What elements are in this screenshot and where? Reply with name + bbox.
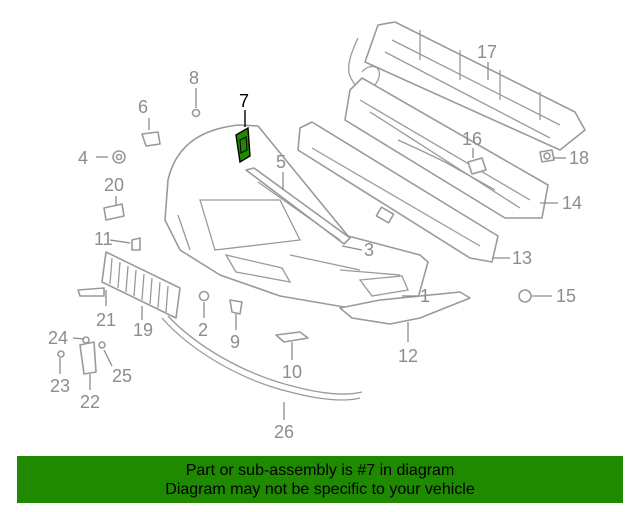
part-22-bracket[interactable] [79,341,97,375]
part-18-clip[interactable] [539,149,555,163]
part-17-bumper-reinforcement[interactable] [364,21,586,151]
callout-12: 12 [398,346,418,366]
callout-25: 25 [112,366,132,386]
part-15-clip[interactable] [518,289,532,303]
part-11-clip[interactable] [131,237,141,251]
part-16-bracket[interactable] [467,157,487,175]
part-4-screw[interactable] [112,150,126,164]
part-3-strip[interactable] [257,181,341,241]
callout-11: 11 [94,229,113,249]
callout-18: 18 [569,148,589,168]
callout-7-highlight: 7 [239,91,249,111]
part-14-energy-absorber[interactable] [344,77,549,219]
part-20-bracket[interactable] [103,203,125,221]
leader-lines [59,62,566,420]
part-21-clip[interactable] [77,287,105,297]
callout-13: 13 [512,248,532,268]
part-2-fastener[interactable] [198,290,210,302]
callout-9: 9 [230,332,240,352]
callout-17: 17 [477,42,497,62]
part-13-bumper-support[interactable] [297,121,499,263]
part-6-clip[interactable] [141,131,161,147]
part-1-bumper-cover[interactable] [164,124,429,309]
part-23-screw[interactable] [57,350,65,358]
callout-labels: 4 6 8 7 20 11 5 3 1 13 14 15 17 16 18 21… [48,42,589,442]
part-10-cover[interactable] [275,331,309,343]
callout-20: 20 [104,175,124,195]
part-24-clip[interactable] [82,336,90,344]
callout-22: 22 [80,392,100,412]
callout-3: 3 [364,240,374,260]
callout-5: 5 [276,152,286,172]
callout-23: 23 [50,376,70,396]
callout-2: 2 [198,320,208,340]
part-25-clip[interactable] [98,341,106,349]
callout-6: 6 [138,97,148,117]
callout-21: 21 [96,310,116,330]
part-19-grille[interactable] [101,251,181,319]
banner-line-2: Diagram may not be specific to your vehi… [165,481,475,498]
callout-19: 19 [133,320,153,340]
callout-1: 1 [420,286,430,306]
callout-26: 26 [274,422,294,442]
callout-8: 8 [189,68,199,88]
callout-4: 4 [78,148,88,168]
callout-14: 14 [562,193,582,213]
callout-24: 24 [48,328,68,348]
callout-10: 10 [282,362,302,382]
part-12-lower-spoiler[interactable] [339,291,471,325]
bumper-exploded-diagram: 4 6 8 7 20 11 5 3 1 13 14 15 17 16 18 21… [48,21,589,442]
callout-16: 16 [462,129,482,149]
part-26-lower-molding[interactable] [161,315,363,401]
info-banner: Part or sub-assembly is #7 in diagram Di… [17,456,623,503]
part-9-clip[interactable] [229,299,243,315]
callout-15: 15 [556,286,576,306]
banner-line-1: Part or sub-assembly is #7 in diagram [185,462,455,479]
part-8-screw[interactable] [191,108,201,118]
part-7-bracket-highlighted[interactable] [235,126,251,164]
